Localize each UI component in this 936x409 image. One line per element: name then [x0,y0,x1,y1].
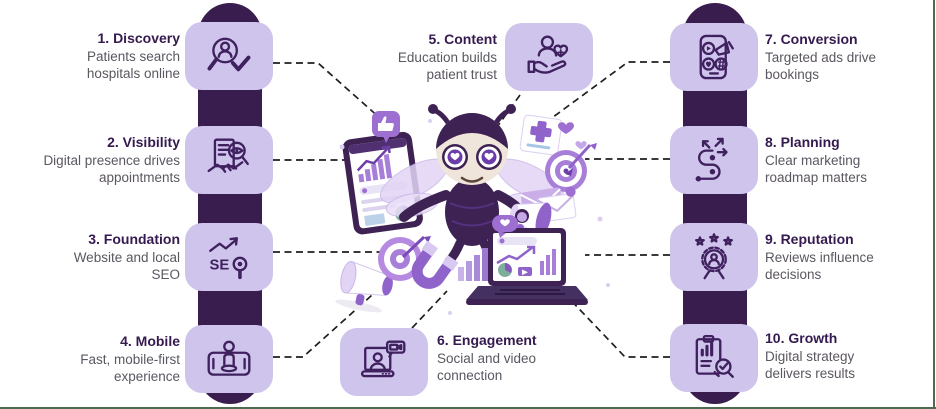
heart-small-icon [575,141,587,150]
svg-text:SE: SE [209,258,229,274]
patient-care-content-icon [527,35,569,74]
step-8-desc-2: roadmap matters [765,170,868,185]
step-6-text: 6. Engagement Social and video connectio… [437,332,607,385]
award-reputation-icon [695,233,733,280]
magnet-icon [411,240,459,289]
step-6-desc-2: connection [437,368,503,383]
target-dart-icon [545,143,597,192]
patient-search-icon [207,37,251,72]
connector-step-5 [496,94,521,128]
step-4-tile [185,325,273,393]
step-10-tile [670,324,758,392]
bee-mascot-illustration [335,104,610,315]
step-4-desc-1: Fast, mobile-first [80,351,180,367]
frame-border-right [933,0,935,409]
connector-step-4 [273,251,421,358]
connector-step-10 [561,290,670,358]
bar-chart-icon [458,248,488,281]
step-10-text: 10. Growth Digital strategy delivers res… [765,330,930,383]
step-7-tile [670,23,758,91]
thumbs-up-badge-icon [372,111,400,143]
medical-document-icon [519,114,563,156]
step-8-text: 8. Planning Clear marketing roadmap matt… [765,134,930,187]
step-2-tile [185,126,273,194]
megaphone-icon [335,260,393,313]
step-7-desc-1: Targeted ads drive [765,49,877,65]
step-7-title: 7. Conversion [765,31,858,47]
connector-step-1 [273,62,391,128]
step-9-title: 9. Reputation [765,231,854,247]
step-1-text: 1. Discovery Patients search hospitals o… [10,30,180,83]
step-5-tile [505,23,593,91]
step-5-desc-1: Education builds [397,49,497,65]
step-9-tile [670,223,758,291]
step-1-desc-1: Patients search [86,48,180,64]
step-10-desc-1: Digital strategy [765,348,855,364]
heart-comment-bubble-icon [492,212,527,238]
step-5-desc-2: patient trust [426,67,497,82]
digital-visibility-icon [207,138,249,173]
step-8-desc-1: Clear marketing [765,152,861,168]
step-3-text: 3. Foundation Website and local SEO [10,231,180,284]
heart-icon [558,122,574,134]
step-5-text: 5. Content Education builds patient trus… [330,31,497,84]
step-4-desc-2: experience [113,369,180,384]
laptop-analytics-icon [466,228,588,305]
step-9-text: 9. Reputation Reviews influence decision… [765,231,930,284]
step-4-text: 4. Mobile Fast, mobile-first experience [10,333,180,386]
step-3-title: 3. Foundation [88,231,180,247]
step-8-title: 8. Planning [765,134,840,150]
roadmap-planning-icon [695,137,728,182]
step-2-text: 2. Visibility Digital presence drives ap… [10,134,180,187]
connector-step-6 [411,290,448,329]
step-6-title: 6. Engagement [437,332,537,348]
step-2-desc-1: Digital presence drives [43,152,180,168]
step-7-text: 7. Conversion Targeted ads drive booking… [765,31,930,84]
frame-border-bottom [0,407,936,409]
step-4-title: 4. Mobile [120,333,180,349]
seo-foundation-icon: SE [209,237,248,280]
mobile-experience-icon [207,340,251,376]
step-9-desc-1: Reviews influence [765,249,874,265]
step-1-tile [185,22,273,90]
step-6-tile [340,328,428,396]
step-2-title: 2. Visibility [107,134,180,150]
step-3-desc-2: SEO [151,267,180,282]
connector-step-7 [544,61,670,124]
video-engagement-icon [360,340,406,378]
step-5-title: 5. Content [428,31,497,47]
sparkles [339,119,610,315]
step-10-desc-2: delivers results [765,366,856,381]
step-1-title: 1. Discovery [97,30,181,46]
step-3-desc-1: Website and local [73,249,180,265]
step-8-tile [670,126,758,194]
step-10-title: 10. Growth [765,330,838,346]
step-6-desc-1: Social and video [437,350,537,366]
step-3-tile: SE [185,223,273,291]
target-spiral-icon [378,235,431,281]
step-2-desc-2: appointments [98,170,180,185]
bee-heart-eyes [442,144,502,170]
social-ads-phone-icon [699,34,734,80]
growth-report-icon [695,334,734,378]
step-9-desc-2: decisions [765,267,822,282]
step-7-desc-2: bookings [765,67,820,82]
step-1-desc-2: hospitals online [86,66,180,81]
